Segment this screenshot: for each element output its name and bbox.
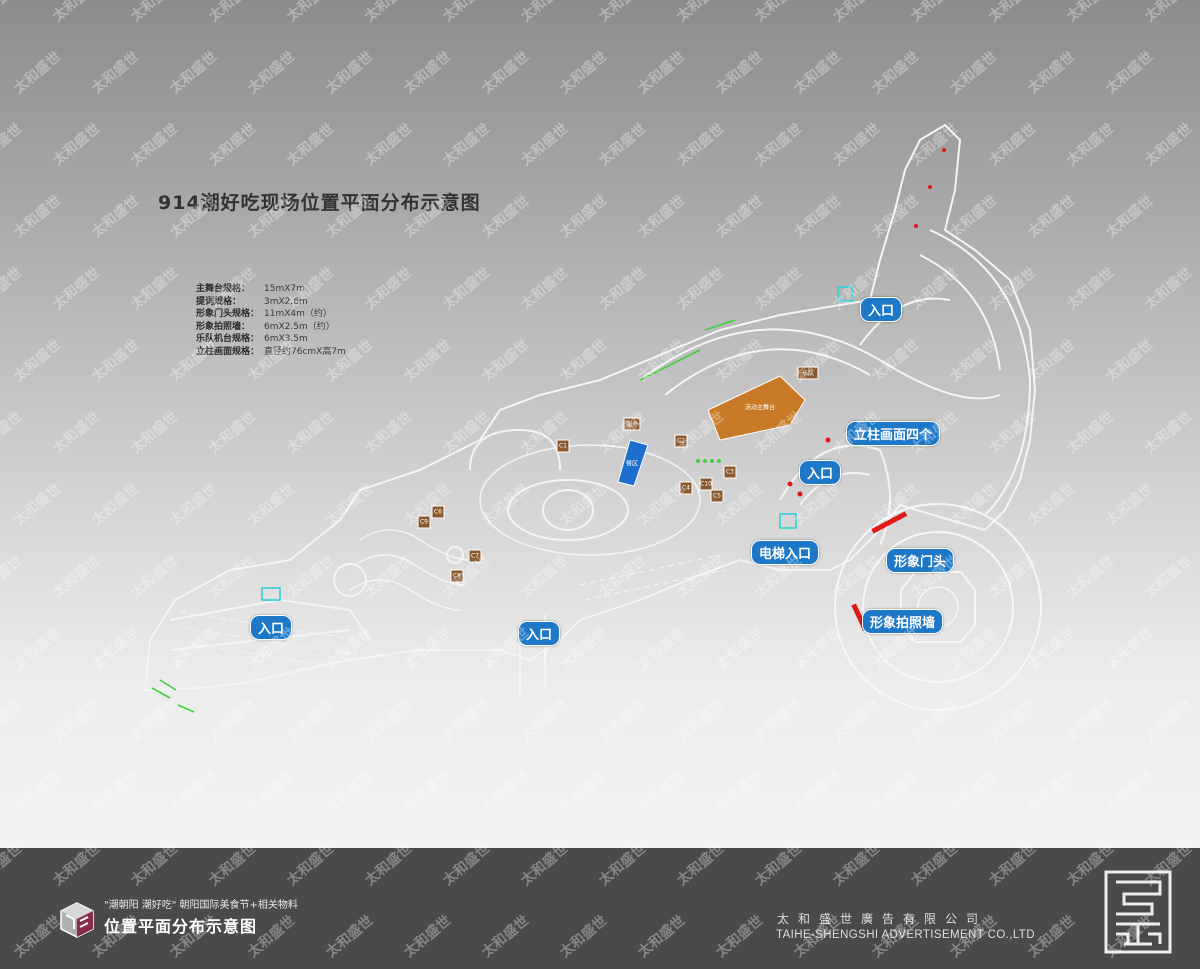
spec-value: 3mX2.6m	[264, 296, 308, 307]
booth-top-shape	[623, 417, 641, 431]
booth-c9	[417, 515, 431, 529]
band-stage-label: 乐队	[801, 370, 815, 378]
booth-c2	[674, 434, 688, 448]
spec-label: 主舞台规格：	[196, 284, 251, 294]
green-dot-4	[717, 459, 721, 463]
booth-c5-label: C5	[712, 492, 722, 500]
green-dot-3	[710, 459, 714, 463]
booth-c6	[431, 505, 445, 519]
booth-c10-label: C10	[700, 480, 712, 488]
booth-top-label: 服务	[625, 421, 639, 429]
footer-bar	[0, 848, 1200, 969]
blue-area-label: 餐区	[625, 460, 639, 468]
rotunda	[469, 428, 561, 471]
booth-c6-label: C6	[433, 508, 443, 516]
brand-logo-icon	[60, 902, 94, 938]
spec-label: 形象拍照墙：	[196, 321, 251, 332]
red-dot-top-3	[914, 224, 918, 228]
red-dot-pillar-3	[787, 481, 793, 487]
entrance-top-label: 入口	[860, 297, 903, 322]
seal-stamp-icon	[1104, 870, 1172, 954]
cyan-marker-left	[261, 587, 281, 601]
booth-c7	[468, 549, 482, 563]
booth-c3	[723, 465, 737, 479]
booth-c5	[710, 489, 724, 503]
green-dot-2	[703, 459, 707, 463]
band-stage-shape	[797, 366, 819, 380]
map-canvas: 914潮好吃现场位置平面分布示意图 主舞台规格： 15mX7m 提词规格： 3mX2…	[0, 0, 1200, 848]
garden-round-1	[333, 563, 367, 597]
red-dot-pillar-4	[797, 491, 803, 497]
right-arc-outer	[929, 229, 1032, 516]
booth-c7-label: C7	[470, 552, 480, 560]
spec-label: 乐队机台规格：	[196, 334, 260, 345]
garden-round-2	[446, 546, 464, 564]
spec-row: 乐队机台规格： 6mX3.5m	[196, 333, 346, 346]
right-arc-inner	[919, 254, 1001, 371]
spec-label: 提词规格：	[196, 296, 242, 307]
main-stage-shape	[707, 375, 806, 441]
entrance-bottom-label: 入口	[518, 621, 561, 646]
upper-corridor-inner	[664, 348, 871, 396]
spec-label: 形象门头规格：	[196, 309, 260, 320]
booth-c9-label: C9	[419, 518, 429, 526]
booth-c10	[699, 477, 713, 491]
spec-row: 主舞台规格： 15mX7m	[196, 283, 346, 296]
main-building-outline	[143, 123, 1037, 692]
left-lobby	[169, 598, 371, 641]
site-plan	[143, 123, 1042, 713]
pillar-images-label: 立柱画面四个	[846, 421, 941, 446]
booth-c8-label: C8	[452, 572, 462, 580]
rotunda-outer	[834, 503, 1042, 711]
booth-c1	[556, 439, 570, 453]
blue-area-shape	[617, 439, 649, 487]
spec-value: 11mX4m（约）	[264, 309, 332, 320]
green-line-bottom	[151, 679, 195, 713]
green-line-top-2	[704, 319, 736, 331]
stripe-band-right	[579, 554, 726, 601]
spec-row: 立柱画面规格： 直径约76cmX高7m	[196, 346, 346, 359]
spec-list: 主舞台规格： 15mX7m 提词规格： 3mX2.6m 形象门头规格： 11mX4m（…	[196, 283, 346, 359]
spec-row: 形象拍照墙： 6mX2.5m（约）	[196, 321, 346, 334]
booth-c8	[450, 569, 464, 583]
central-oval	[507, 479, 629, 541]
spec-label: 立柱画面规格：	[196, 346, 260, 357]
spec-value: 6mX3.5m	[264, 334, 308, 345]
footer-title: 位置平面分布示意图	[104, 917, 258, 936]
company-name-en: TAIHE-SHENGSHI ADVERTISEMENT CO.,LTD	[776, 929, 1035, 941]
central-oval-inner	[542, 489, 594, 531]
booth-c4	[679, 481, 693, 495]
elevator-entrance-label: 电梯入口	[751, 540, 820, 565]
spec-row: 提词规格： 3mX2.6m	[196, 296, 346, 309]
entrance-left-label: 入口	[250, 615, 293, 640]
green-line-top-1	[639, 349, 701, 381]
booth-c3-label: C3	[725, 468, 735, 476]
booth-c2-label: C2	[676, 437, 686, 445]
red-bar-gate	[871, 511, 908, 534]
upper-corridor	[639, 328, 1001, 400]
central-plaza	[479, 444, 701, 556]
red-dot-top-1	[942, 148, 946, 152]
footer-subtitle: "潮朝阳 潮好吃" 朝阳国际美食节+相关物料	[104, 900, 298, 911]
cyan-marker-top	[837, 286, 853, 302]
spec-value: 6mX2.5m（约）	[264, 321, 335, 332]
image-gate-label: 形象门头	[886, 548, 955, 573]
green-dot-1	[696, 459, 700, 463]
pod-arc	[859, 297, 951, 346]
entrance-mid-label: 入口	[799, 460, 842, 485]
spec-value: 直径约76cmX高7m	[264, 346, 346, 357]
cyan-marker-elevator	[779, 513, 797, 529]
booth-c4-label: C4	[681, 484, 691, 492]
red-dot-top-2	[928, 185, 932, 189]
company-name-cn: 太和盛世廣告有限公司	[777, 912, 988, 926]
rotunda-octagon	[900, 571, 976, 643]
main-stage-label: 活动主舞台	[744, 404, 776, 412]
red-dot-pillar-2	[825, 437, 831, 443]
rotunda-mid	[862, 531, 1014, 683]
spec-value: 15mX7m	[264, 284, 305, 294]
photo-wall-label: 形象拍照墙	[862, 609, 944, 634]
page-title: 914潮好吃现场位置平面分布示意图	[158, 192, 481, 214]
booth-c1-label: C1	[558, 442, 568, 450]
spec-row: 形象门头规格： 11mX4m（约）	[196, 308, 346, 321]
